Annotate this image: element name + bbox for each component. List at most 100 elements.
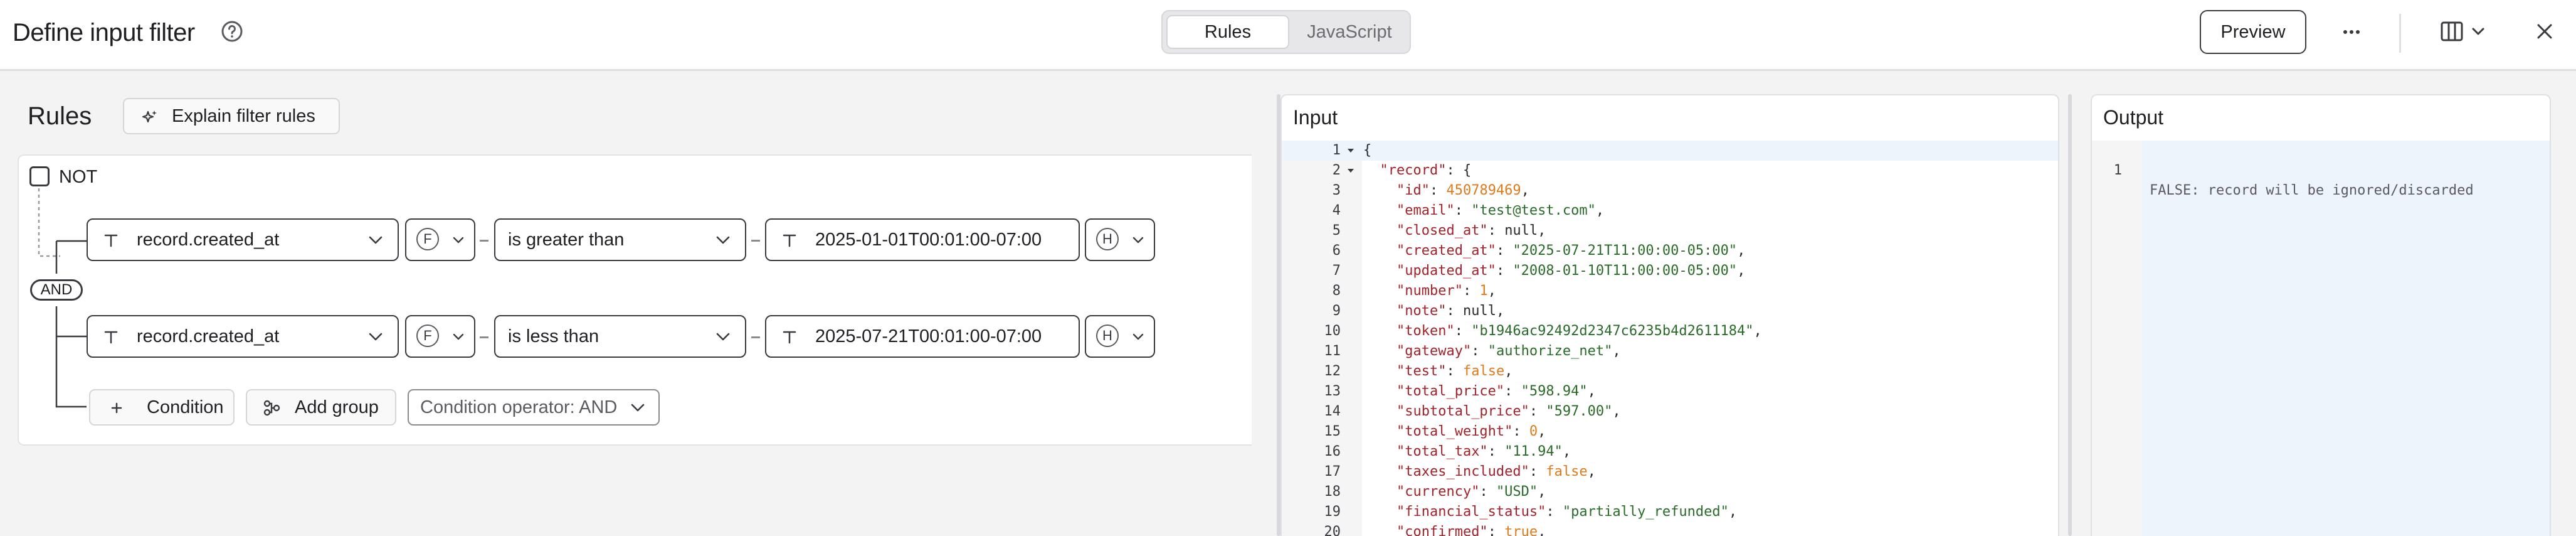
line-number: 9 <box>1332 303 1341 319</box>
input-code-editor[interactable]: 1{2 "record": {3 "id": 450789469,4 "emai… <box>1282 141 2058 536</box>
line-number: 6 <box>1332 243 1341 259</box>
code-text: { <box>1363 142 1372 158</box>
code-text: "test": false, <box>1396 363 1513 379</box>
value-mode-icon: H <box>1096 228 1119 250</box>
fold-caret-icon[interactable] <box>1347 168 1354 173</box>
chevron-down-icon <box>450 235 467 245</box>
line-number: 12 <box>1324 363 1341 379</box>
layout-columns-icon[interactable] <box>2438 19 2466 44</box>
line-number-gutter <box>1282 141 1362 536</box>
value-mode-icon: H <box>1096 324 1119 347</box>
chevron-down-icon <box>1130 332 1146 342</box>
operator-select[interactable]: is greater than <box>494 218 746 261</box>
code-text: "financial_status": "partially_refunded"… <box>1396 504 1738 520</box>
code-text: "record": { <box>1380 163 1472 178</box>
chevron-down-icon <box>1130 235 1146 245</box>
text-type-icon <box>103 329 119 345</box>
help-circle-icon[interactable] <box>219 19 245 44</box>
code-text: "token": "b1946ac92492d2347c6235b4d26111… <box>1396 323 1762 339</box>
code-text: "total_price": "598.94", <box>1396 383 1596 399</box>
field-select[interactable]: record.created_at <box>87 315 399 358</box>
text-type-icon <box>781 329 798 345</box>
operator-select[interactable]: is less than <box>494 315 746 358</box>
more-icon[interactable] <box>2336 19 2367 45</box>
line-number: 20 <box>1324 524 1341 536</box>
not-checkbox[interactable] <box>29 166 50 186</box>
code-text: "id": 450789469, <box>1396 183 1529 198</box>
close-icon[interactable] <box>2532 19 2557 44</box>
code-line: 5 "closed_at": null, <box>1282 221 2058 241</box>
code-line: 10 "token": "b1946ac92492d2347c6235b4d26… <box>1282 321 2058 341</box>
output-panel-title: Output <box>2103 106 2164 129</box>
panel-resize-handle[interactable] <box>1277 94 1280 536</box>
code-line: 18 "currency": "USD", <box>1282 482 2058 502</box>
code-line: 11 "gateway": "authorize_net", <box>1282 341 2058 362</box>
value-input[interactable]: 2025-01-01T00:01:00-07:00 <box>765 218 1080 261</box>
line-number: 8 <box>1332 283 1341 299</box>
function-icon: F <box>416 324 439 347</box>
input-panel: Input 1{2 "record": {3 "id": 450789469,4… <box>1280 94 2059 536</box>
separator-dash <box>480 336 488 338</box>
group-connector-lines <box>38 188 87 408</box>
field-select-value: record.created_at <box>137 230 280 250</box>
text-type-icon <box>103 232 119 249</box>
add-group-button[interactable]: Add group <box>246 389 396 426</box>
chevron-down-icon <box>450 332 467 342</box>
line-number: 13 <box>1324 383 1341 399</box>
value-input-text: 2025-07-21T00:01:00-07:00 <box>815 326 1042 346</box>
code-line: 1{ <box>1282 141 2058 161</box>
code-line: 16 "total_tax": "11.94", <box>1282 442 2058 462</box>
add-condition-button[interactable]: Condition <box>89 389 235 426</box>
chevron-down-icon <box>367 235 384 245</box>
chevron-down-icon[interactable] <box>2471 25 2486 38</box>
rules-title: Rules <box>28 102 92 130</box>
line-number: 1 <box>1332 142 1341 158</box>
value-mode-select[interactable]: H <box>1085 315 1155 358</box>
line-number-gutter <box>2092 141 2142 536</box>
field-select[interactable]: record.created_at <box>87 218 399 261</box>
separator-dash <box>751 240 760 242</box>
panel-resize-handle[interactable] <box>2068 94 2072 536</box>
condition-operator-label: Condition operator: AND <box>420 397 618 417</box>
code-line: 6 "created_at": "2025-07-21T11:00:00-05:… <box>1282 241 2058 261</box>
mode-toggle: Rules JavaScript <box>1161 10 1411 54</box>
function-select[interactable]: F <box>405 315 475 358</box>
operator-select-value: is less than <box>508 326 599 346</box>
explain-filter-rules-button[interactable]: Explain filter rules <box>123 98 340 134</box>
value-input-text: 2025-01-01T00:01:00-07:00 <box>815 230 1042 250</box>
and-operator-pill[interactable]: AND <box>30 279 83 301</box>
separator-dash <box>480 240 488 242</box>
chevron-down-icon <box>715 235 731 245</box>
line-number: 17 <box>1324 464 1341 480</box>
line-number: 19 <box>1324 504 1341 520</box>
function-select[interactable]: F <box>405 218 475 261</box>
code-line: 14 "subtotal_price": "597.00", <box>1282 402 2058 422</box>
code-text: "closed_at": null, <box>1396 223 1546 239</box>
code-line: 15 "total_weight": 0, <box>1282 422 2058 442</box>
value-mode-select[interactable]: H <box>1085 218 1155 261</box>
line-number: 7 <box>1332 263 1341 279</box>
output-line: 1 FALSE: record will be ignored/discarde… <box>2092 141 2550 198</box>
explain-filter-rules-label: Explain filter rules <box>172 106 315 126</box>
line-number: 10 <box>1324 323 1341 339</box>
code-text: "currency": "USD", <box>1396 484 1546 500</box>
code-text: "taxes_included": false, <box>1396 464 1596 480</box>
value-input[interactable]: 2025-07-21T00:01:00-07:00 <box>765 315 1080 358</box>
condition-operator-select[interactable]: Condition operator: AND <box>408 389 660 426</box>
line-number: 15 <box>1324 424 1341 439</box>
chevron-down-icon <box>367 332 384 342</box>
output-panel: Output 1 FALSE: record will be ignored/d… <box>2091 94 2551 536</box>
tab-rules[interactable]: Rules <box>1166 15 1289 49</box>
line-number: 4 <box>1332 203 1341 218</box>
preview-button[interactable]: Preview <box>2200 10 2306 54</box>
code-line: 9 "note": null, <box>1282 301 2058 321</box>
operator-select-value: is greater than <box>508 230 625 250</box>
code-line: 2 "record": { <box>1282 161 2058 181</box>
code-text: "total_tax": "11.94", <box>1396 444 1571 459</box>
fold-caret-icon[interactable] <box>1347 148 1354 153</box>
tab-javascript[interactable]: JavaScript <box>1307 22 1392 42</box>
line-number: 1 <box>2113 163 2122 178</box>
line-number: 14 <box>1324 404 1341 419</box>
header-bar: Define input filter Rules JavaScript Pre… <box>0 0 2576 71</box>
add-condition-label: Condition <box>147 397 224 417</box>
